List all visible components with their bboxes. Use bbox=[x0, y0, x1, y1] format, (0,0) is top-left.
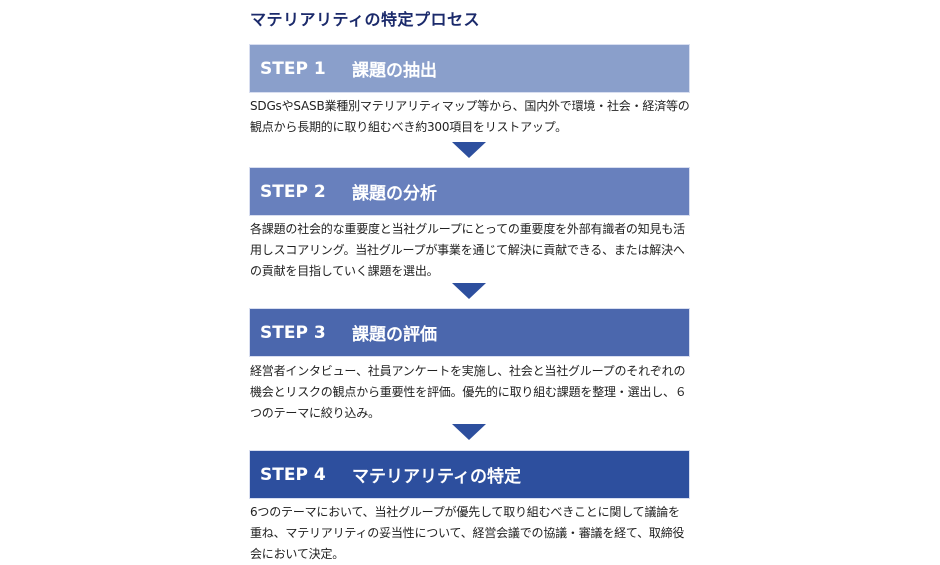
down-arrow-icon bbox=[452, 142, 486, 158]
step-name: 課題の評価 bbox=[352, 325, 437, 345]
step-2-description: 各課題の社会的な重要度と当社グループにとっての重要度を外部有識者の知見も活用しス… bbox=[250, 222, 685, 278]
step-4-header: STEP 4 マテリアリティの特定 bbox=[249, 450, 690, 499]
step-label: STEP 2 bbox=[260, 181, 326, 202]
step-1-description: SDGsやSASB業種別マテリアリティマップ等から、国内外で環境・社会・経済等の… bbox=[250, 99, 690, 134]
step-2-header: STEP 2 課題の分析 bbox=[249, 167, 690, 216]
down-arrow-icon bbox=[452, 283, 486, 299]
step-name: マテリアリティの特定 bbox=[352, 467, 521, 487]
step-label: STEP 1 bbox=[260, 58, 326, 79]
step-3-description: 経営者インタビュー、社員アンケートを実施し、社会と当社グループのそれぞれの機会と… bbox=[250, 364, 687, 420]
step-label: STEP 3 bbox=[260, 322, 326, 343]
step-name: 課題の分析 bbox=[352, 184, 437, 204]
step-1-header: STEP 1 課題の抽出 bbox=[249, 44, 690, 93]
step-4-description: 6つのテーマにおいて、当社グループが優先して取り組むべきことに関して議論を重ね、… bbox=[250, 505, 685, 561]
step-3-header: STEP 3 課題の評価 bbox=[249, 308, 690, 357]
page-title: マテリアリティの特定プロセス bbox=[250, 10, 481, 29]
down-arrow-icon bbox=[452, 424, 486, 440]
step-label: STEP 4 bbox=[260, 464, 326, 485]
step-name: 課題の抽出 bbox=[352, 61, 437, 81]
